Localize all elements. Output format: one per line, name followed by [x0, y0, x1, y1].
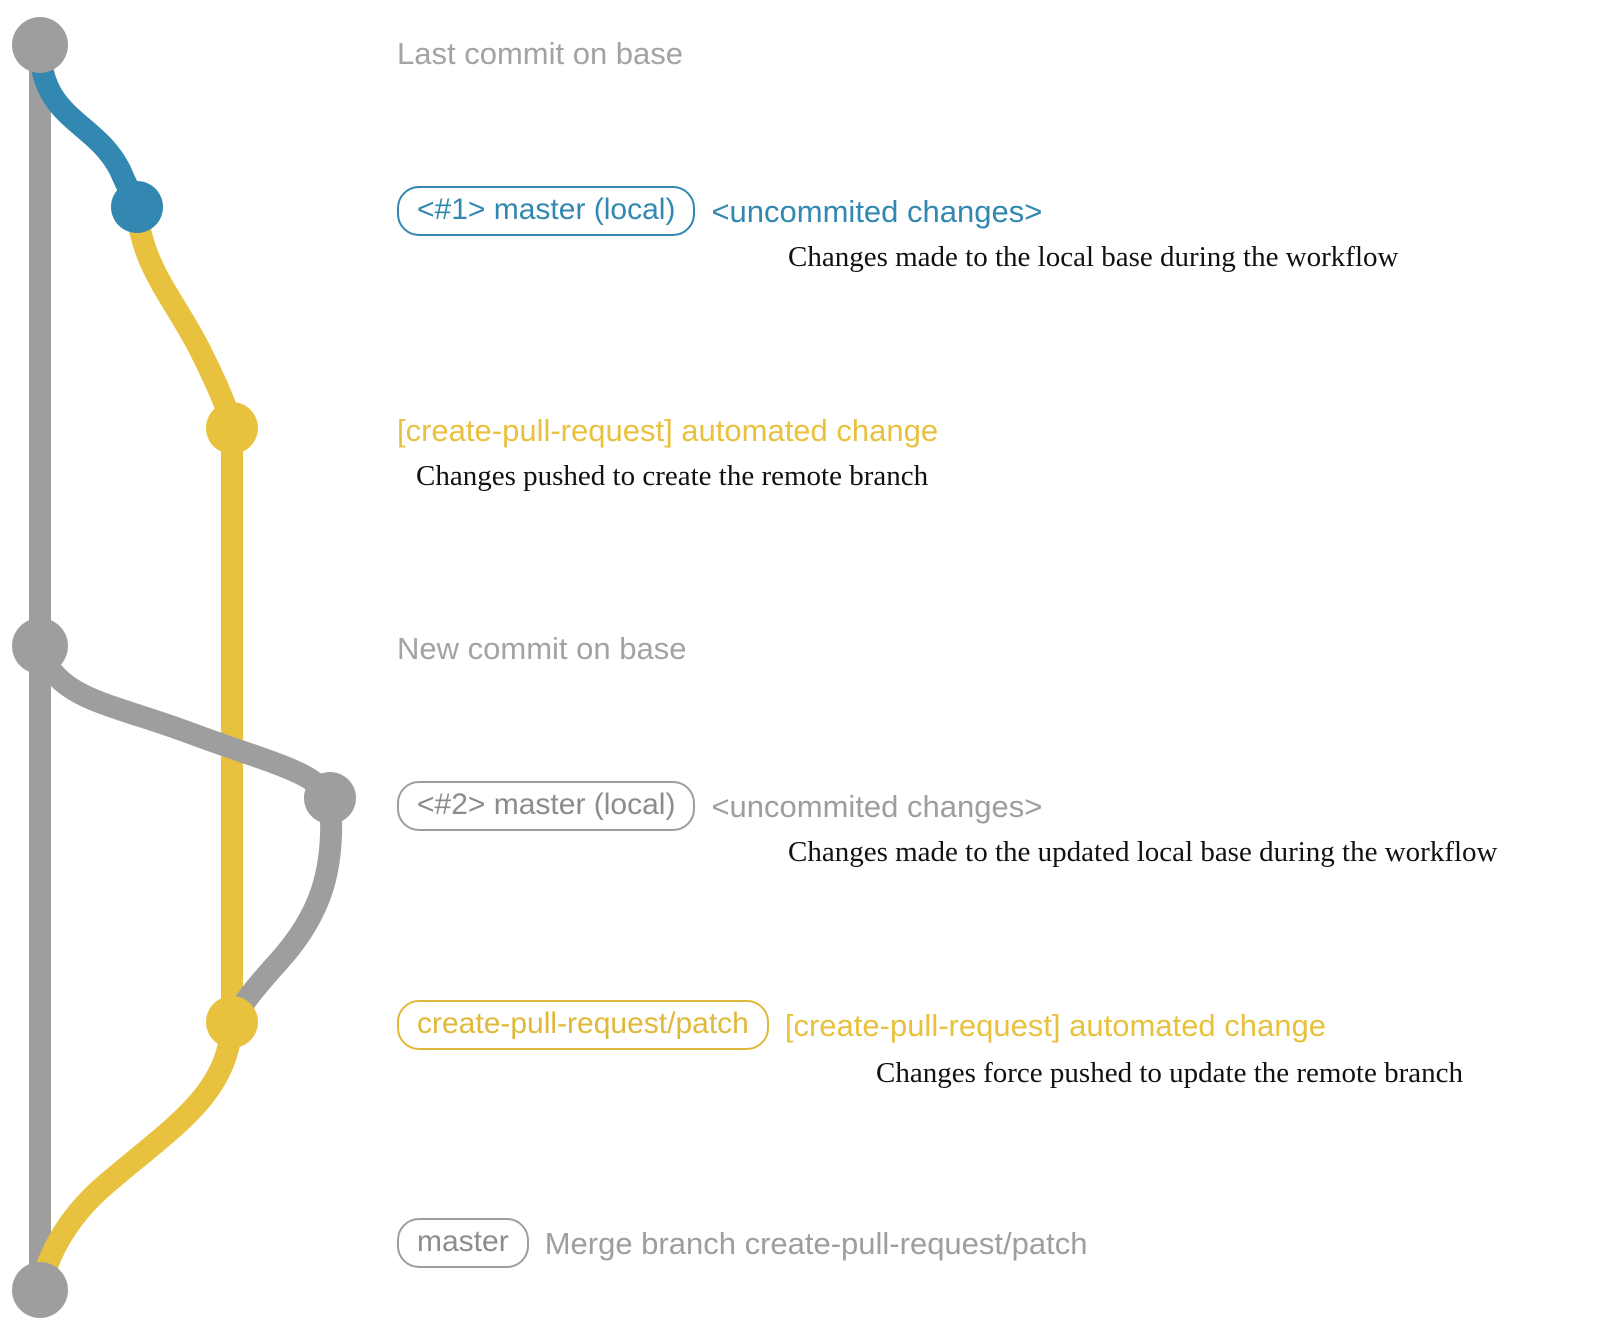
headline-merge-branch: Merge branch create-pull-request/patch — [544, 1225, 1088, 1261]
headline-automated-change-1: [create-pull-request] automated change — [397, 413, 939, 448]
desc-automated-change-2: Changes force pushed to update the remot… — [876, 1057, 1464, 1089]
label-last-commit-on-base: Last commit on base — [397, 36, 684, 71]
desc-local-2: Changes made to the updated local base d… — [788, 836, 1498, 868]
desc-automated-change-1: Changes pushed to create the remote bran… — [416, 460, 929, 492]
label-new-commit-on-base: New commit on base — [397, 631, 687, 666]
row-local-1: <#1> master (local) <uncommited changes> — [397, 186, 1042, 236]
badge-master[interactable]: master — [397, 1218, 529, 1268]
row-local-2: <#2> master (local) <uncommited changes> — [397, 781, 1042, 831]
badge-create-pull-request-patch[interactable]: create-pull-request/patch — [397, 1000, 769, 1050]
row-automated-change-2: create-pull-request/patch [create-pull-r… — [397, 1000, 1326, 1050]
headline-uncommited-changes-2: <uncommited changes> — [711, 788, 1043, 824]
desc-local-1: Changes made to the local base during th… — [788, 241, 1399, 273]
badge-master-local-1[interactable]: <#1> master (local) — [397, 186, 696, 236]
headline-uncommited-changes-1: <uncommited changes> — [711, 193, 1043, 229]
headline-automated-change-2: [create-pull-request] automated change — [784, 1007, 1326, 1043]
badge-master-local-2[interactable]: <#2> master (local) — [397, 781, 696, 831]
row-merge: master Merge branch create-pull-request/… — [397, 1218, 1087, 1268]
